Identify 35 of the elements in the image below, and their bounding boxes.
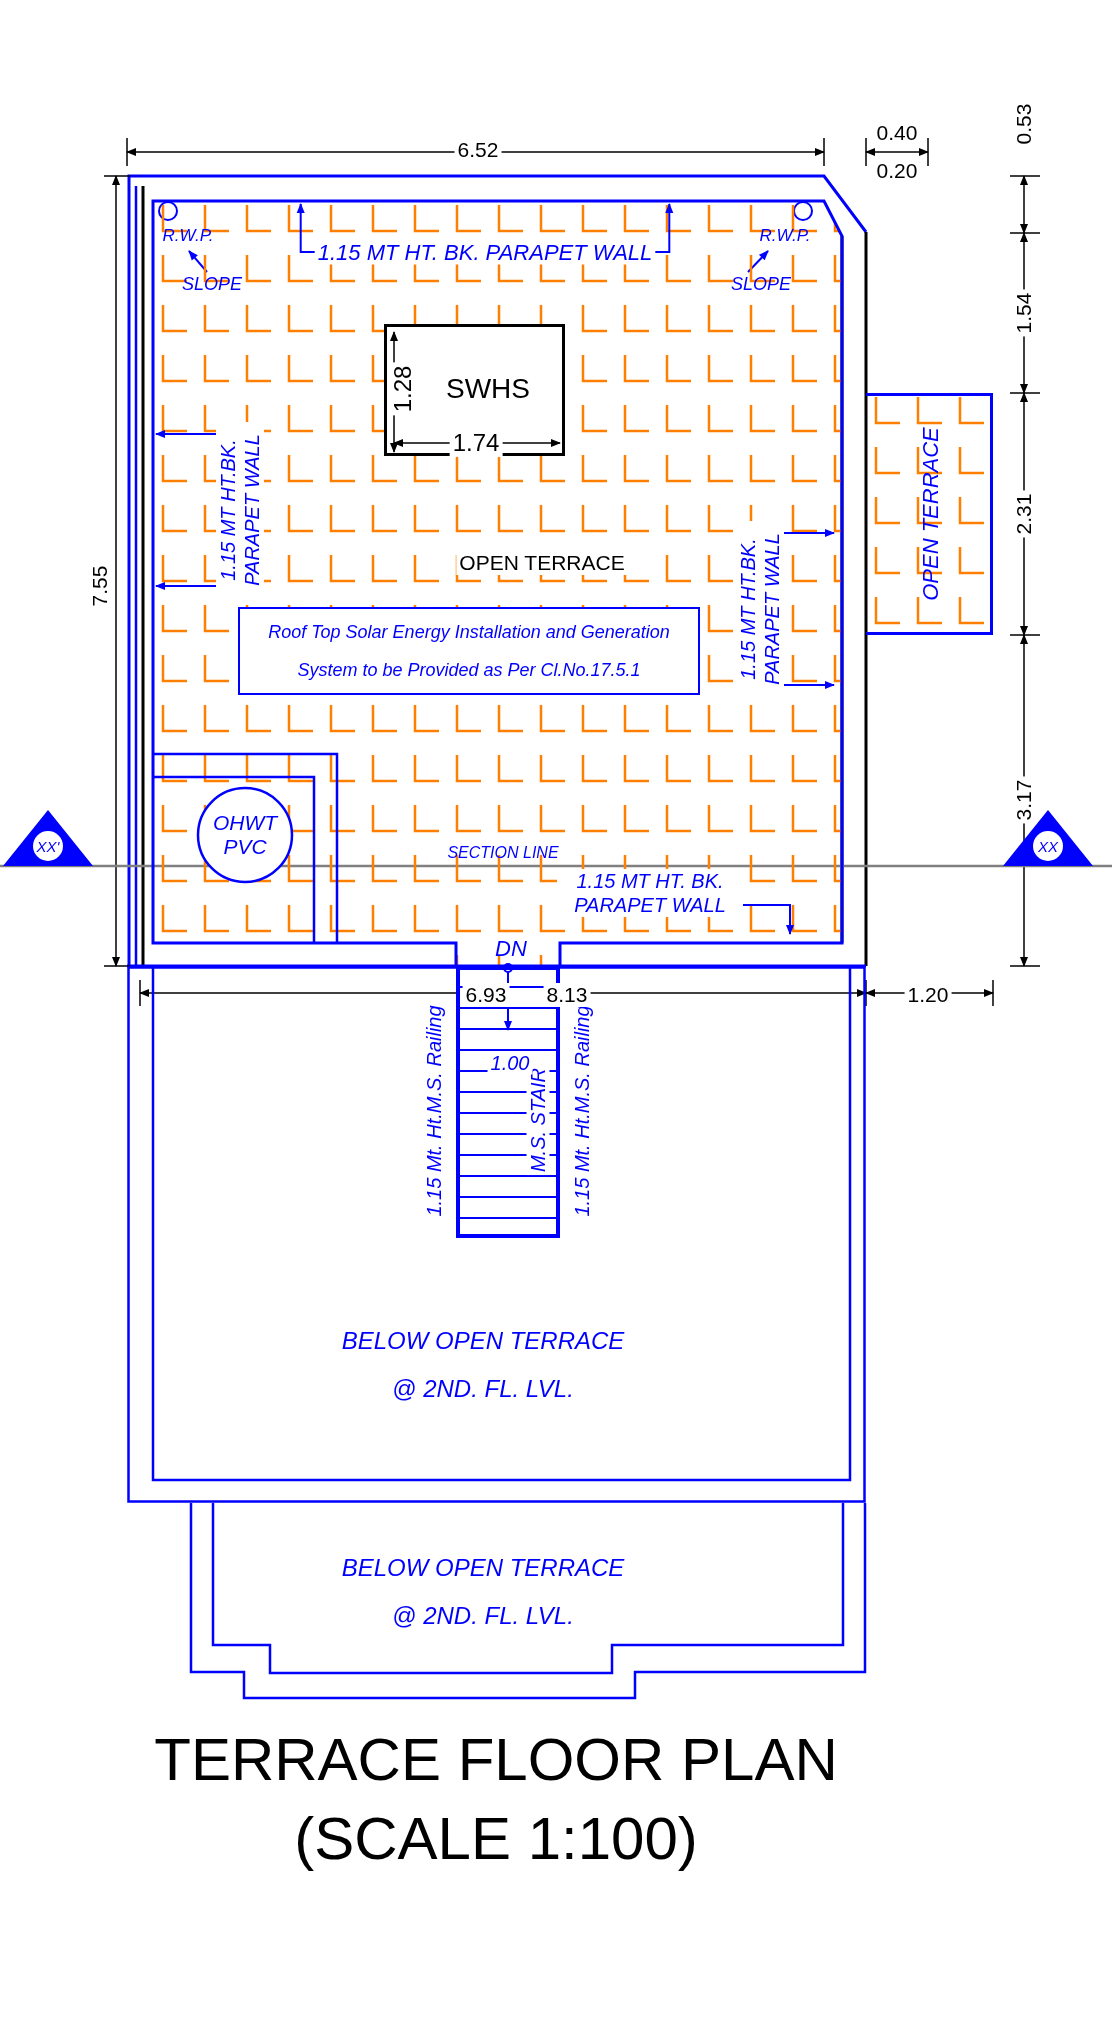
terrace-area bbox=[866, 393, 993, 635]
caption: (SCALE 1:100) bbox=[294, 1803, 698, 1873]
slope-label: SLOPE bbox=[731, 273, 791, 295]
area-label: BELOW OPEN TERRACE @ 2ND. FL. LVL. bbox=[340, 1326, 626, 1404]
railing-label: 1.15 Mt. Ht.M.S. Railing bbox=[570, 1005, 594, 1217]
note-box bbox=[238, 607, 700, 695]
direction-label: DN bbox=[495, 935, 527, 961]
area-label: OPEN TERRACE bbox=[917, 427, 943, 601]
leader-line bbox=[155, 582, 217, 590]
title: TERRACE FLOOR PLAN bbox=[154, 1724, 838, 1794]
section-mark-text: XX bbox=[1038, 837, 1058, 855]
railing-label: 1.15 Mt. Ht.M.S. Railing bbox=[422, 1005, 446, 1217]
dimension-text: 0.53 bbox=[1012, 103, 1036, 145]
section-label: SECTION LINE bbox=[447, 844, 559, 862]
leader-line bbox=[783, 529, 835, 537]
leader-line bbox=[742, 904, 794, 935]
area-label: BELOW OPEN TERRACE @ 2ND. FL. LVL. bbox=[340, 1553, 626, 1631]
drain-label: R.W.P. bbox=[162, 226, 214, 246]
drain-label: R.W.P. bbox=[759, 226, 811, 246]
tank-label: OHWT PVC bbox=[211, 811, 280, 859]
leader-line bbox=[783, 681, 835, 689]
dimension-text: 0.20 bbox=[876, 159, 918, 183]
slope-label: SLOPE bbox=[182, 273, 242, 295]
leader-line bbox=[296, 203, 316, 253]
terrace-area bbox=[190, 1503, 866, 1700]
dimension-text: 0.40 bbox=[876, 121, 918, 145]
dimension-text: 8.13 bbox=[543, 983, 591, 1007]
section-mark-text: XX' bbox=[36, 837, 60, 855]
leader-line bbox=[155, 430, 217, 438]
water-tank-circle bbox=[196, 786, 294, 884]
dimension-text: 6.93 bbox=[462, 983, 510, 1007]
leader-line bbox=[654, 203, 674, 253]
terrace-area bbox=[127, 966, 866, 1503]
equipment-label: SWHS bbox=[446, 373, 530, 405]
note-text: Roof Top Solar Energy Installation and Generation System to be Provided as Per Cl.No.17.5.1 bbox=[267, 621, 671, 682]
